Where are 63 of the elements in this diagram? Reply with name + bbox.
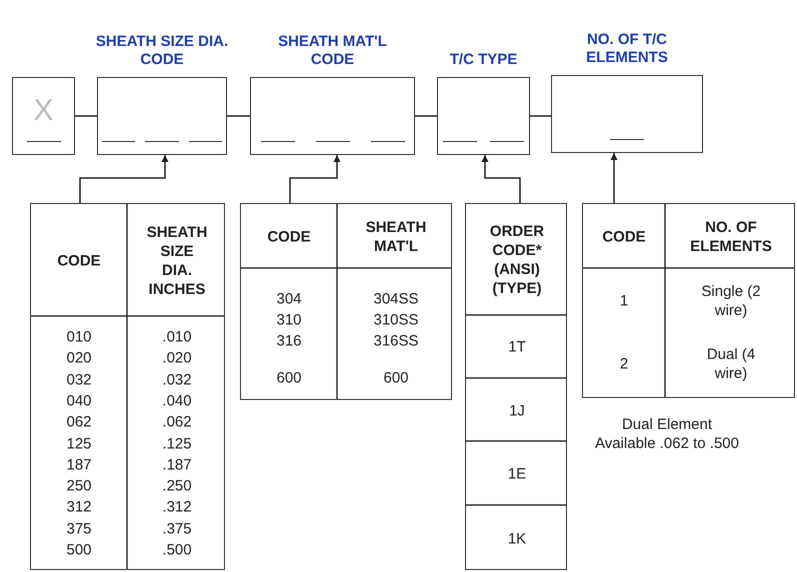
table-value: 1T [508,338,526,356]
table-value: 316SS [373,332,419,350]
table-value: .020 [162,348,192,368]
table-value: Dual (4 wire) [706,345,756,383]
field-heading: SHEATH SIZE DIA. CODE [94,33,230,69]
table-value: 1E [508,464,526,484]
connector-line [415,115,437,117]
table-value: 020 [66,348,92,368]
code-table [240,203,452,400]
table-value: 600 [276,368,302,388]
field-heading: NO. OF T/C ELEMENTS [585,31,669,67]
table-value: .040 [162,391,192,410]
table-value: 500 [66,540,92,560]
table-value: 600 [383,368,409,388]
table-value: .032 [162,370,192,390]
table-value: .312 [162,498,192,517]
code-table [30,203,225,570]
column-header: SHEATH SIZE DIA. INCHES [146,223,208,299]
table-value: 375 [66,519,92,538]
connector-line [530,115,551,117]
table-value: 1K [508,530,526,548]
table-value: 312 [66,498,92,517]
arrow [79,155,168,203]
table-value: 010 [66,328,92,346]
code-table [465,203,567,570]
column-header: CODE [267,228,311,246]
table-value: 062 [66,412,92,432]
table-value: 032 [66,370,92,390]
arrow [610,153,618,203]
table-value: 310 [276,310,302,330]
table-value: 2 [620,354,628,374]
code-table [582,203,795,398]
field-heading: T/C TYPE [448,51,518,69]
table-value: Single (2 wire) [700,282,762,320]
table-value: .062 [162,412,192,432]
table-value: 310SS [373,310,419,330]
field-heading: SHEATH MAT'L CODE [277,33,388,69]
table-value: 304 [276,290,302,308]
arrow [482,155,521,203]
table-value: .250 [162,476,192,496]
table-value: 125 [66,434,92,453]
table-value: 1J [509,402,525,420]
table-value: .187 [162,455,192,474]
connector-line [75,115,97,117]
connector-line [227,115,250,117]
column-header: SHEATH MAT'L [366,218,426,256]
table-value: .500 [162,540,192,560]
table-value: 187 [66,455,92,474]
table-value: .375 [162,519,192,538]
table-value: 250 [66,476,92,496]
column-header: ORDER CODE* (ANSI) (TYPE) [490,222,544,298]
arrow [289,155,340,203]
column-header: CODE [57,252,101,270]
placeholder-letter: X [34,94,54,128]
note-text: Dual Element Available .062 to .500 [594,415,740,453]
column-header: CODE [602,228,646,246]
table-value: .010 [162,328,192,346]
table-value: 316 [276,332,302,350]
table-value: .125 [162,434,192,453]
table-value: 040 [66,391,92,410]
table-value: 1 [620,292,628,310]
column-header: NO. OF ELEMENTS [690,218,772,256]
table-value: 304SS [373,290,419,308]
